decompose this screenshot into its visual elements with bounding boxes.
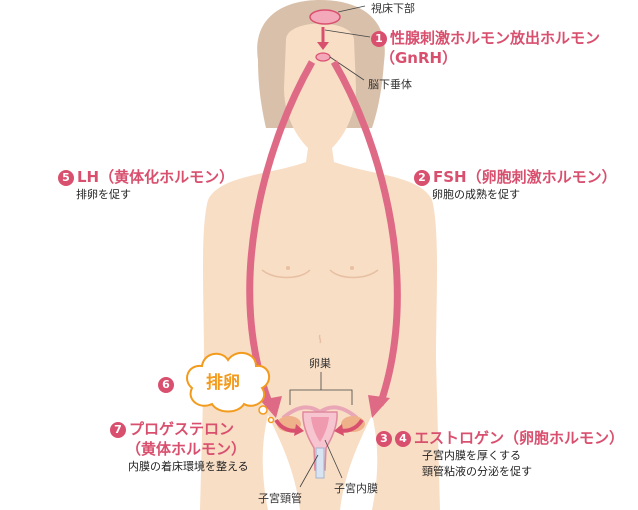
- navel: [318, 334, 322, 344]
- torso-detail: [261, 269, 311, 279]
- ovary-label: 卵巣: [309, 357, 331, 370]
- endometrium-shape: [311, 417, 329, 442]
- ovary-shape: [341, 416, 365, 432]
- ovulation-label: 排卵: [206, 373, 240, 393]
- hypothalamus-label: 視床下部: [371, 2, 415, 15]
- fsh-arrow: [330, 60, 401, 407]
- leader-line: [324, 29, 371, 38]
- ovulation-cloud: [186, 351, 271, 413]
- fallopian-tube: [281, 405, 322, 420]
- number-badge-7: 7: [110, 422, 126, 438]
- nipple: [350, 266, 354, 270]
- progesterone-note: 内膜の着床環境を整える: [128, 460, 249, 473]
- number-badge-6: 6: [158, 377, 174, 393]
- hypothalamus-shape: [309, 9, 341, 25]
- fallopian-tube: [318, 405, 359, 420]
- estrogen-note-1: 子宮内膜を厚くする: [422, 449, 521, 462]
- leader-line: [337, 5, 366, 13]
- leader-line: [324, 439, 343, 479]
- leader-line: [299, 454, 319, 488]
- number-badge-2: 2: [414, 170, 430, 186]
- number-badge-4: 4: [395, 431, 411, 447]
- fsh-note: 卵胞の成熟を促す: [432, 188, 520, 201]
- nipple: [286, 266, 290, 270]
- number-badge-3: 3: [376, 431, 392, 447]
- torso-detail: [329, 269, 379, 279]
- estrogen-note-2: 頸管粘液の分泌を促す: [422, 465, 532, 478]
- leader-line: [329, 56, 365, 81]
- cervical-canal-label: 子宮頸管: [258, 492, 302, 505]
- ovulation-number: 6: [158, 374, 177, 393]
- progesterone-subtitle: （黄体ホルモン）: [126, 440, 247, 458]
- lh-note: 排卵を促す: [76, 188, 131, 201]
- pituitary-shape: [315, 52, 331, 62]
- endometrium-label: 子宮内膜: [334, 482, 378, 495]
- lh-arrow: [246, 60, 316, 407]
- gnrh-abbr: （GnRH）: [380, 49, 458, 67]
- pituitary-label: 脳下垂体: [368, 78, 412, 91]
- cervix-shape: [315, 447, 325, 479]
- number-badge-1: 1: [371, 31, 387, 47]
- number-badge-5: 5: [58, 170, 74, 186]
